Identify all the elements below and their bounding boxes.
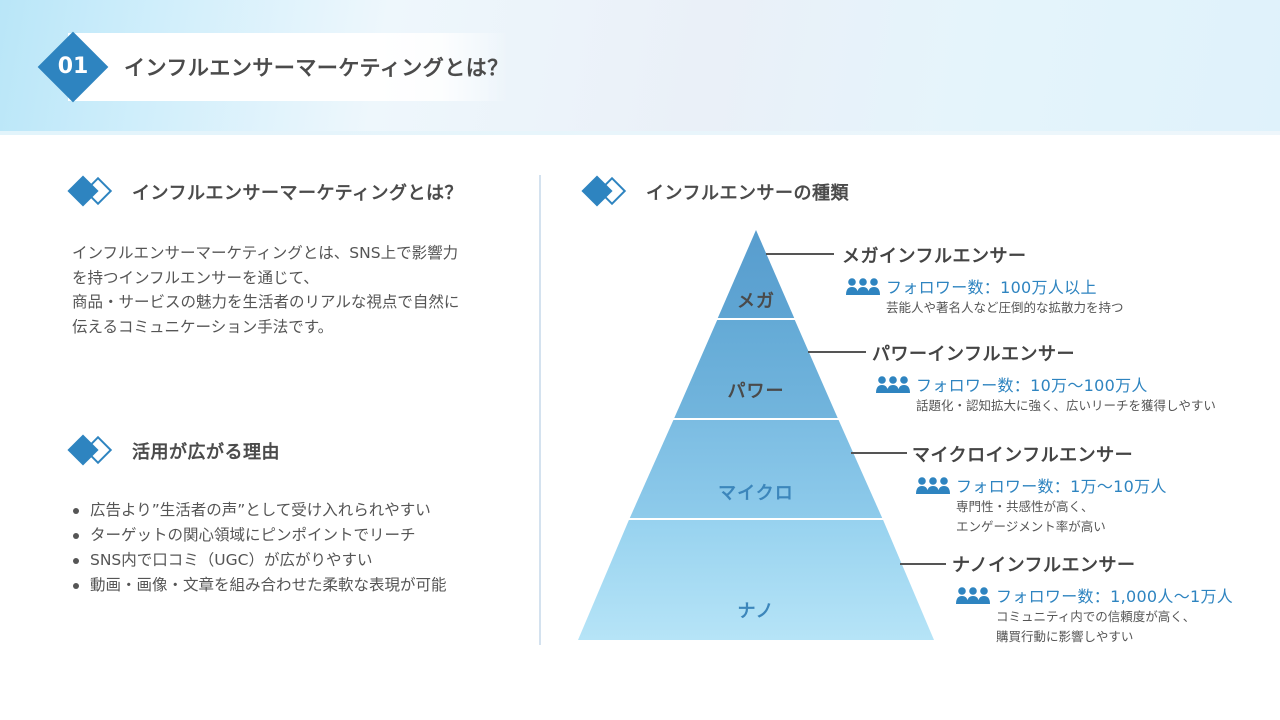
- reasons-list: 広告より”生活者の声”として受け入れられやすい ターゲットの関心領域にピンポイン…: [72, 498, 447, 598]
- type-nano: ナノインフルエンサー フォロワー数：1,000人〜1万人 コミュニティ内での信頼…: [952, 551, 1233, 647]
- tier-nano: [578, 520, 934, 640]
- type-name: マイクロインフルエンサー: [912, 445, 1134, 466]
- intro-line: 伝えるコミュニケーション手法です。: [72, 317, 334, 336]
- influencer-pyramid: メガ パワー マイクロ ナノ: [576, 230, 936, 642]
- type-name: パワーインフルエンサー: [872, 344, 1075, 365]
- double-diamond-icon: [580, 174, 632, 210]
- tier-power: [674, 320, 838, 418]
- column-divider: [539, 175, 541, 645]
- follower-row: フォロワー数：100万人以上: [846, 274, 1124, 298]
- tier-micro: [629, 420, 883, 518]
- type-description: 芸能人や著名人など圧倒的な拡散力を持つ: [886, 300, 1124, 315]
- intro-line: を持つインフルエンサーを通じて、: [72, 268, 319, 287]
- intro-line: 商品・サービスの魅力を生活者のリアルな視点で自然に: [72, 293, 460, 311]
- follower-count: フォロワー数：1,000人〜1万人: [996, 587, 1234, 606]
- type-description: エンゲージメント率が高い: [956, 519, 1106, 534]
- follower-count: フォロワー数：10万〜100万人: [916, 376, 1148, 395]
- section-heading-reasons: 活用が広がる理由: [66, 433, 280, 469]
- type-power: パワーインフルエンサー フォロワー数：10万〜100万人 話題化・認知拡大に強く…: [872, 340, 1216, 416]
- follower-row: フォロワー数：1万〜10万人: [916, 473, 1167, 497]
- intro-paragraph: インフルエンサーマーケティングとは、SNS上で影響力 を持つインフルエンサーを通…: [72, 241, 512, 339]
- page-title: インフルエンサーマーケティングとは？: [124, 56, 509, 80]
- type-description: 専門性・共感性が高く、: [956, 499, 1094, 514]
- list-item: 広告より”生活者の声”として受け入れられやすい: [72, 498, 447, 523]
- tier-mega: [717, 230, 795, 318]
- list-item: SNS内で口コミ（UGC）が広がりやすい: [72, 548, 447, 573]
- type-name: メガインフルエンサー: [842, 246, 1027, 267]
- section-heading-definition: インフルエンサーマーケティングとは？: [66, 174, 463, 210]
- section-title: インフルエンサーマーケティングとは？: [132, 183, 464, 204]
- people-icon: [956, 587, 990, 604]
- follower-row: フォロワー数：1,000人〜1万人: [956, 583, 1233, 607]
- tier-label-mega: メガ: [737, 291, 775, 312]
- section-number-badge: 01: [37, 31, 109, 103]
- follower-count: フォロワー数：100万人以上: [886, 278, 1097, 297]
- tier-label-power: パワー: [727, 381, 785, 402]
- pyramid-graphic: [578, 230, 934, 640]
- leader-line: [900, 563, 946, 565]
- type-micro: マイクロインフルエンサー フォロワー数：1万〜10万人 専門性・共感性が高く、 …: [912, 441, 1167, 537]
- tier-label-nano: ナノ: [737, 601, 775, 622]
- people-icon: [916, 477, 950, 494]
- people-icon: [876, 376, 910, 393]
- list-item: 動画・画像・文章を組み合わせた柔軟な表現が可能: [72, 573, 447, 598]
- section-title: 活用が広がる理由: [132, 442, 280, 463]
- follower-count: フォロワー数：1万〜10万人: [956, 477, 1167, 496]
- intro-line: インフルエンサーマーケティングとは、SNS上で影響力: [72, 244, 459, 262]
- header-title-bar: [68, 33, 508, 101]
- type-mega: メガインフルエンサー フォロワー数：100万人以上 芸能人や著名人など圧倒的な拡…: [842, 242, 1124, 318]
- double-diamond-icon: [66, 174, 118, 210]
- section-heading-types: インフルエンサーの種類: [580, 174, 849, 210]
- people-icon: [846, 278, 880, 295]
- list-item: ターゲットの関心領域にピンポイントでリーチ: [72, 523, 447, 548]
- section-title: インフルエンサーの種類: [646, 183, 849, 204]
- leader-line: [808, 351, 866, 353]
- type-description: 購買行動に影響しやすい: [996, 629, 1134, 644]
- type-name: ナノインフルエンサー: [952, 555, 1136, 576]
- follower-row: フォロワー数：10万〜100万人: [876, 372, 1216, 396]
- tier-label-micro: マイクロ: [718, 483, 794, 504]
- type-description: コミュニティ内での信頼度が高く、: [996, 609, 1196, 624]
- section-number: 01: [57, 54, 89, 79]
- leader-line: [851, 452, 907, 454]
- leader-line: [766, 253, 834, 255]
- type-description: 話題化・認知拡大に強く、広いリーチを獲得しやすい: [916, 398, 1216, 413]
- double-diamond-icon: [66, 433, 118, 469]
